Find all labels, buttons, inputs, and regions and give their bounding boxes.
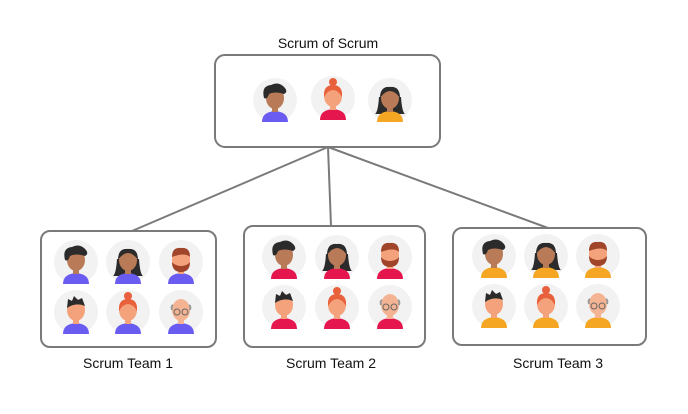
team-1-avatar-beard	[159, 240, 203, 284]
team-1-label: Scrum Team 1	[83, 355, 173, 371]
team-3-avatar-spiky	[472, 284, 516, 328]
team-2-avatar-curly	[262, 235, 306, 279]
team-2-avatar-spiky	[262, 285, 306, 329]
top-avatar-long	[368, 78, 412, 122]
connector-team-2	[327, 146, 332, 227]
connectors	[131, 146, 549, 232]
connector-team-3	[327, 146, 549, 229]
team-1-avatar-curly	[54, 240, 98, 284]
team-3-label: Scrum Team 3	[513, 355, 603, 371]
team-1-avatar-bald	[159, 290, 203, 334]
team-3-avatar-beard	[576, 234, 620, 278]
team-2-avatar-bald	[368, 285, 412, 329]
team-1-avatar-long	[106, 240, 150, 284]
scrum-of-scrum-label: Scrum of Scrum	[277, 35, 379, 51]
team-2-avatar-beard	[368, 235, 412, 279]
team-2-label: Scrum Team 2	[286, 355, 376, 371]
avatars	[54, 76, 620, 334]
team-2-avatar-long	[315, 235, 359, 279]
top-avatar-bun	[311, 76, 355, 120]
team-3-avatar-bun	[524, 284, 568, 328]
team-1-avatar-spiky	[54, 290, 98, 334]
team-2-avatar-bun	[315, 285, 359, 329]
team-3-avatar-bald	[576, 284, 620, 328]
team-1-avatar-bun	[106, 290, 150, 334]
team-3-avatar-curly	[472, 234, 516, 278]
team-3-avatar-long	[524, 234, 568, 278]
top-avatar-curly	[253, 78, 297, 122]
connector-team-1	[131, 146, 329, 232]
